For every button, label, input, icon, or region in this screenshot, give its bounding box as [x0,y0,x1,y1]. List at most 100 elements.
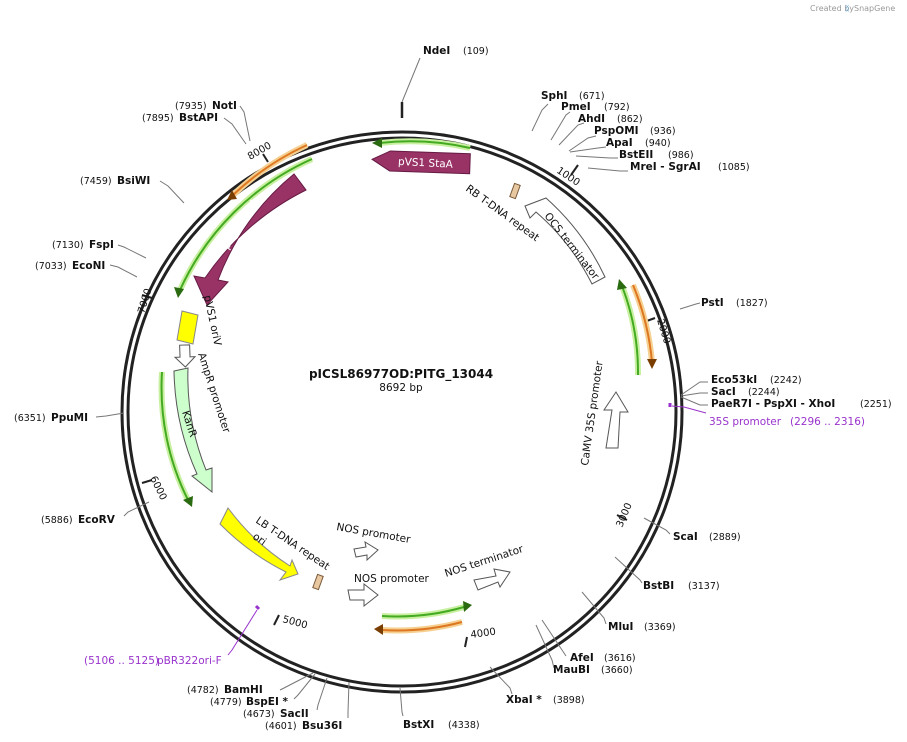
nos-promoter-2-label: NOS promoter [354,573,430,585]
site-sacii-name: SacII [280,708,309,720]
orf-arrow-ul-orange-head [227,190,237,200]
site-sphi-name: SphI [541,90,567,102]
leader-bstapi [223,117,247,145]
site-saci-name: SacI [711,386,736,398]
site-bstbi-name: BstBI [643,580,674,592]
primer-pbr322-leader [227,609,258,656]
site-afei-name: AfeI [570,652,594,664]
site-fspi-pos: (7130) [52,240,84,251]
orf-arrow-left-head [174,287,184,298]
site-econi-pos: (7033) [35,261,67,272]
site-psti-name: PstI [701,297,724,309]
site-maubi-pos: (3660) [601,665,633,676]
backbone-inner-strand [126,136,678,688]
orf-arrow-kan-head [183,496,193,507]
nos-promoter-1-label: NOS promoter [335,521,411,546]
site-ndei-name: NdeI [423,45,450,57]
kanr-arrow [173,367,213,494]
site-labels: NdeI (109) SphI (671) PmeI (792) AhdI (8… [14,45,892,732]
site-bamhi-name: BamHI [224,684,263,696]
site-bspei-pos: (4779) [210,697,242,708]
site-mrei-sgrai-pos: (1085) [718,162,750,173]
site-xbai-pos: (3898) [553,695,585,706]
nos-promoter-1-arrow [353,540,379,562]
site-maubi-name: MauBI [553,664,590,676]
site-pmei-name: PmeI [561,101,591,113]
ocs-terminator-label: OCS terminator [542,210,602,282]
nos-terminator-arrow [473,568,511,591]
primer-35s-leader [671,405,707,414]
leader-bstbi [614,556,643,584]
leader-ndei [401,57,421,103]
site-apai-pos: (940) [645,138,671,149]
site-mlui-pos: (3369) [644,622,676,633]
site-bsteii-name: BstEII [619,149,653,161]
site-bstbi-pos: (3137) [688,581,720,592]
leader-ahdi [558,122,585,146]
site-bstxi-pos: (4338) [448,720,480,731]
site-pspomi-name: PspOMI [594,125,639,137]
tick-label-4000: 4000 [470,627,497,641]
site-fspi-name: FspI [89,239,114,251]
site-ahdi-pos: (862) [617,114,643,125]
feature-nos-terminator: NOS terminator [443,543,525,591]
tick-mark-8000 [262,153,269,163]
lb-repeat-box [312,573,324,591]
leader-scai [643,517,671,535]
snapgene-credit: Created by ᛝ SnapGene [810,4,895,13]
staa-arrow [371,150,471,175]
feature-kanr: KanR [173,367,213,494]
site-bstapi-name: BstAPI [179,112,218,124]
orf-arrow-right-head [617,279,627,290]
primer-pbr322-pos: (5106 .. 5125) [84,655,159,667]
tick-label-5000: 5000 [281,614,308,631]
oriv-box [176,310,199,345]
primer-pbr322-name: pBR322ori-F [157,655,222,667]
leader-xbai [489,666,513,695]
orf-arrow-left [179,158,313,291]
leader-bsiwi [159,180,185,204]
tick-mark-1000 [570,164,579,176]
orf-arrow-bottom [381,606,465,618]
rb-repeat-box [509,182,521,200]
leader-ppumi [95,412,125,418]
orf-arrow-bottom-orange [381,621,463,632]
leader-mlui [581,591,607,625]
leader-bsteii [575,155,618,159]
leader-fspi [117,244,147,259]
leader-xhoi [680,396,708,406]
primer-35s: 35S promoter (2296 .. 2316) [668,403,865,428]
site-eco53ki-name: Eco53kI [711,374,757,386]
site-saci-pos: (2244) [748,387,780,398]
leader-saci [680,392,708,397]
site-pmei-pos: (792) [604,102,630,113]
site-econi-name: EcoNI [72,260,105,272]
leader-pmei [550,111,571,141]
orf-arrow-top-head [372,138,382,148]
site-xhoi-pos: (2251) [860,399,892,410]
feature-pvs1-oriv: pVS1 oriV [176,294,224,348]
camv-35s-arrow [603,391,629,449]
ampr-promoter-arrow [173,344,197,368]
nos-terminator-label: NOS terminator [443,543,525,580]
site-sphi-pos: (671) [579,91,605,102]
leader-afei [541,619,567,657]
site-afei-pos: (3616) [604,653,636,664]
tick-mark-5000 [273,614,280,626]
site-bspei-name: BspEI * [246,696,289,708]
primer-pbr322: (5106 .. 5125) pBR322ori-F [84,604,261,667]
site-ahdi-name: AhdI [578,113,605,125]
site-ecorv-pos: (5886) [41,515,73,526]
leader-bstxi [399,687,404,717]
primer-35s-name: 35S promoter [709,416,782,428]
orf-arrow-ul-orange [231,144,308,197]
ampr-promoter-label: AmpR promoter [195,351,232,435]
tick-label-8000: 8000 [246,140,274,162]
site-ppumi-name: PpuMI [51,412,88,424]
site-bsu36i-pos: (4601) [265,721,297,732]
leader-apai [569,146,607,153]
feature-pvs1-staa: pVS1 StaA [371,150,471,175]
ocs-terminator-arrow [524,197,606,285]
credit-brand: SnapGene [854,4,895,13]
